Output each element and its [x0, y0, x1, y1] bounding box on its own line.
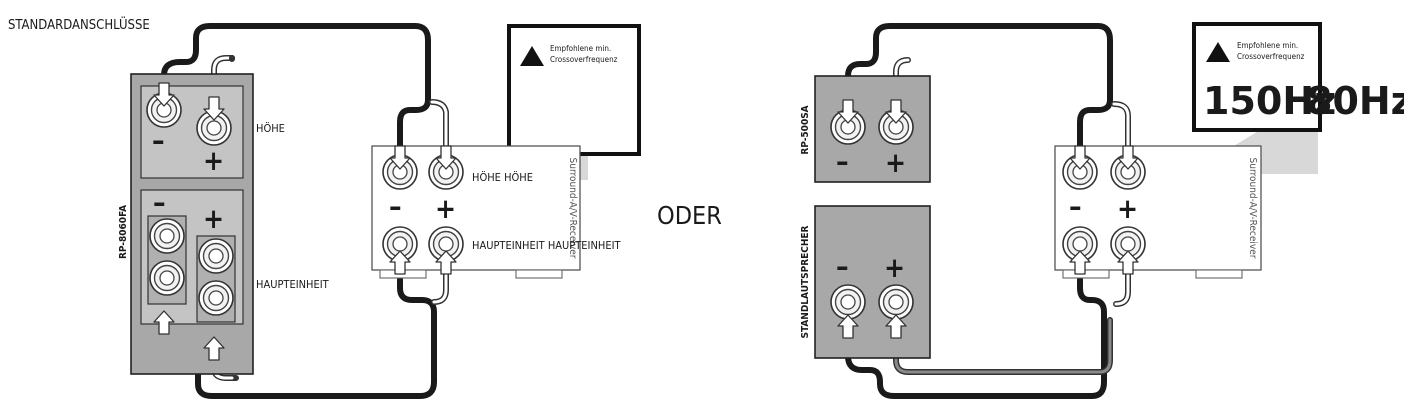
warning-triangle-icon: [520, 46, 544, 66]
rp8060fa-height-plus-sign: +: [203, 144, 224, 177]
rp8060fa-main-label: HAUPTEINHEIT: [256, 278, 330, 291]
right-receiver-name: Surround-A/V-Receiver: [1247, 158, 1258, 259]
left-receiver-minus-sign: –: [389, 190, 402, 223]
left-callout-box: [507, 24, 641, 156]
rp8060fa-height-label: HÖHE: [256, 122, 285, 135]
left-callout-text-line2: Crossoverfrequenz: [550, 55, 618, 64]
right-callout-text-line2: Crossoverfrequenz: [1237, 52, 1305, 61]
rp8060fa-main-plus-post-1-icon: [198, 238, 234, 274]
rp8060fa-main-minus-post-1-icon: [149, 218, 185, 254]
left-receiver-plus-sign: +: [435, 192, 456, 225]
floor-speaker-label: STANDLAUTSPRECHER: [800, 225, 811, 338]
right-callout-text-line1: Empfohlene min.: [1237, 41, 1298, 50]
floor-speaker-minus-sign: –: [836, 250, 849, 283]
left-receiver-main-label: HAUPTEINHEIT HAUPTEINHEIT: [472, 239, 621, 252]
right-diagram: RP-500SA – + STANDLAUTSPRECHER – + Empfo…: [800, 22, 1404, 399]
floor-speaker-minus-post-icon: [830, 284, 866, 320]
rp8060fa-model-label: RP-8060FA: [118, 205, 129, 259]
freq-main-value: 80Hz: [1306, 79, 1404, 123]
floor-speaker-plus-sign: +: [884, 251, 905, 284]
left-callout-text-line1: Empfohlene min.: [550, 44, 611, 53]
rp8060fa-main-minus-sign: –: [153, 186, 166, 219]
rp8060fa-main-minus-post-2-icon: [149, 260, 185, 296]
rp500sa-model-label: RP-500SA: [800, 105, 811, 154]
left-receiver-height-label: HÖHE HÖHE: [472, 171, 533, 184]
rp8060fa-height-minus-sign: –: [152, 124, 165, 157]
right-receiver-plus-sign: +: [1117, 192, 1138, 225]
right-wires: [845, 23, 1131, 399]
rp500sa-minus-sign: –: [836, 145, 849, 178]
rp8060fa-main-plus-sign: +: [203, 202, 224, 235]
left-receiver-name: Surround-A/V-Receiver: [567, 158, 578, 259]
left-diagram: RP-8060FA – + HÖHE – + HAUPTEINHEIT Empf…: [118, 23, 641, 399]
warning-triangle-icon: [1206, 42, 1230, 62]
rp500sa-plus-sign: +: [885, 146, 906, 179]
right-receiver-minus-sign: –: [1069, 190, 1082, 223]
freq-height-value: 150Hz: [1203, 79, 1336, 123]
floor-speaker-panel: [814, 205, 931, 359]
floor-speaker-plus-post-icon: [878, 284, 914, 320]
right-callout-box: [1192, 22, 1322, 132]
separator-oder: ODER: [657, 201, 722, 230]
rp8060fa-main-plus-post-2-icon: [198, 280, 234, 316]
diagram-title: STANDARDANSCHLÜSSE: [8, 16, 150, 33]
